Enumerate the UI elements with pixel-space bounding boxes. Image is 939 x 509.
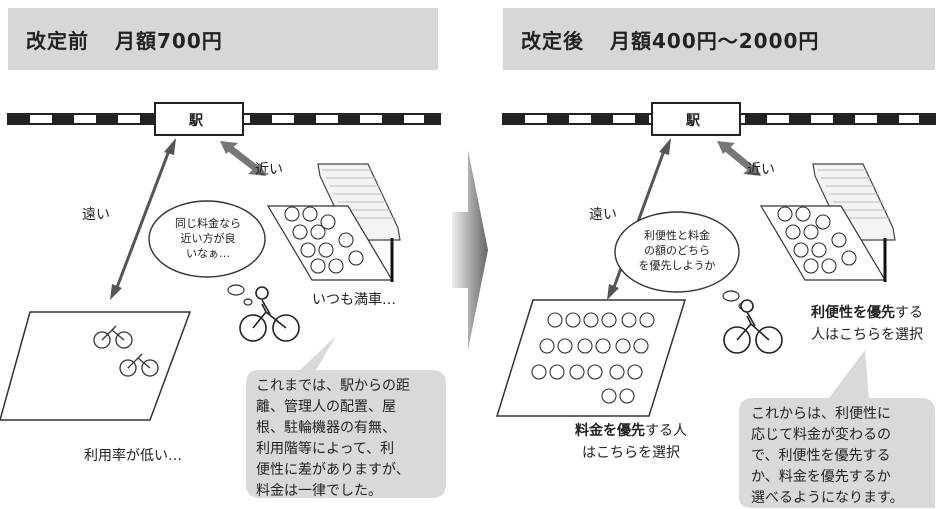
after-header: 改定後 月額400円～2000円 xyxy=(503,8,935,70)
before-title-price: 月額700円 xyxy=(115,28,223,53)
cyclist-icon xyxy=(723,299,783,354)
transition-arrow-icon xyxy=(452,150,488,350)
explain-line: 便性に差がありますが、 xyxy=(256,462,410,478)
thought-text: 同じ料金なら 近い方が良 いなぁ… xyxy=(160,216,256,261)
after-illustration xyxy=(495,102,936,508)
thought-cloud xyxy=(148,200,266,306)
before-header: 改定前 月額700円 xyxy=(8,8,438,70)
near-parking xyxy=(759,163,896,282)
near-label: 近い xyxy=(747,162,775,178)
explain-text: これまでは、駅からの距 離、管理人の配置、屋 根、駐輪機器の有無、 利用階等によ… xyxy=(256,376,442,502)
near-arrow xyxy=(220,141,266,176)
far-label: 遠い xyxy=(589,207,617,223)
explain-line: 料金は一律でした。 xyxy=(256,483,382,499)
price-choice-emphasis: 料金を優先 xyxy=(575,423,645,439)
after-title-price: 月額400円～2000円 xyxy=(610,28,820,53)
after-title-label: 改定後 xyxy=(521,28,584,53)
convenience-choice-emphasis: 利便性を優先 xyxy=(811,305,895,321)
price-choice-label: 料金を優先する人 はこちらを選択 xyxy=(561,420,701,464)
after-panel: 改定後 月額400円～2000円 xyxy=(489,0,939,508)
explain-text: これからは、利便性に 応じて料金が変わるの で、利便性を優先する か、料金を優先… xyxy=(751,404,931,509)
price-choice-line1: 料金を優先する人 xyxy=(561,420,701,442)
explain-line: 離、管理人の配置、屋 xyxy=(256,399,396,415)
explain-line: これからは、利便性に xyxy=(751,406,891,422)
cyclist-icon xyxy=(239,286,300,342)
low-usage-label: 利用率が低い… xyxy=(84,448,182,464)
before-illustration xyxy=(0,102,446,498)
far-parking-lot xyxy=(0,311,192,421)
thought-line: を優先しようか xyxy=(638,259,716,272)
bicycle-icons xyxy=(531,312,655,404)
near-parking-full xyxy=(266,163,401,282)
thought-line: いなぁ… xyxy=(186,247,230,260)
before-panel: 改定前 月額700円 xyxy=(0,0,450,508)
far-parking-lot xyxy=(495,299,687,417)
thought-line: 利便性と料金 xyxy=(644,229,710,242)
price-choice-suffix: する人 xyxy=(645,423,687,439)
convenience-choice-label: 利便性を優先する 人はこちらを選択 xyxy=(795,302,939,346)
explain-line: 応じて料金が変わるの xyxy=(751,427,891,443)
thought-line: 同じ料金なら xyxy=(175,217,241,230)
explain-line: か、料金を優先するか xyxy=(751,469,891,485)
explain-line: これまでは、駅からの距 xyxy=(256,378,410,394)
explain-line: 利用階等によって、利 xyxy=(256,441,395,457)
convenience-choice-line1: 利便性を優先する xyxy=(795,302,939,324)
station-label: 駅 xyxy=(686,113,700,129)
explain-line: 選べるようになります。 xyxy=(751,490,904,506)
near-label: 近い xyxy=(255,162,283,178)
near-arrow xyxy=(717,141,761,176)
full-label: いつも満車… xyxy=(312,292,396,308)
explain-bubble xyxy=(246,336,446,498)
far-arrow xyxy=(110,138,176,300)
thought-line: 近い方が良 xyxy=(180,232,236,245)
far-label: 遠い xyxy=(82,207,110,223)
price-choice-line2: はこちらを選択 xyxy=(582,445,680,461)
bicycle-icons xyxy=(93,325,159,377)
station-box xyxy=(651,102,741,136)
convenience-choice-line2: 人はこちらを選択 xyxy=(811,327,923,343)
station-label: 駅 xyxy=(189,113,203,129)
station-box xyxy=(154,102,244,136)
thought-text: 利便性と料金 の額のどちら を優先しようか xyxy=(625,228,729,273)
thought-line: の額のどちら xyxy=(644,244,710,257)
convenience-choice-suffix: する xyxy=(895,305,923,321)
explain-bubble xyxy=(739,350,935,508)
explain-line: 根、駐輪機器の有無、 xyxy=(256,420,396,436)
before-title-label: 改定前 xyxy=(26,28,89,53)
explain-line: で、利便性を優先する xyxy=(751,448,891,464)
